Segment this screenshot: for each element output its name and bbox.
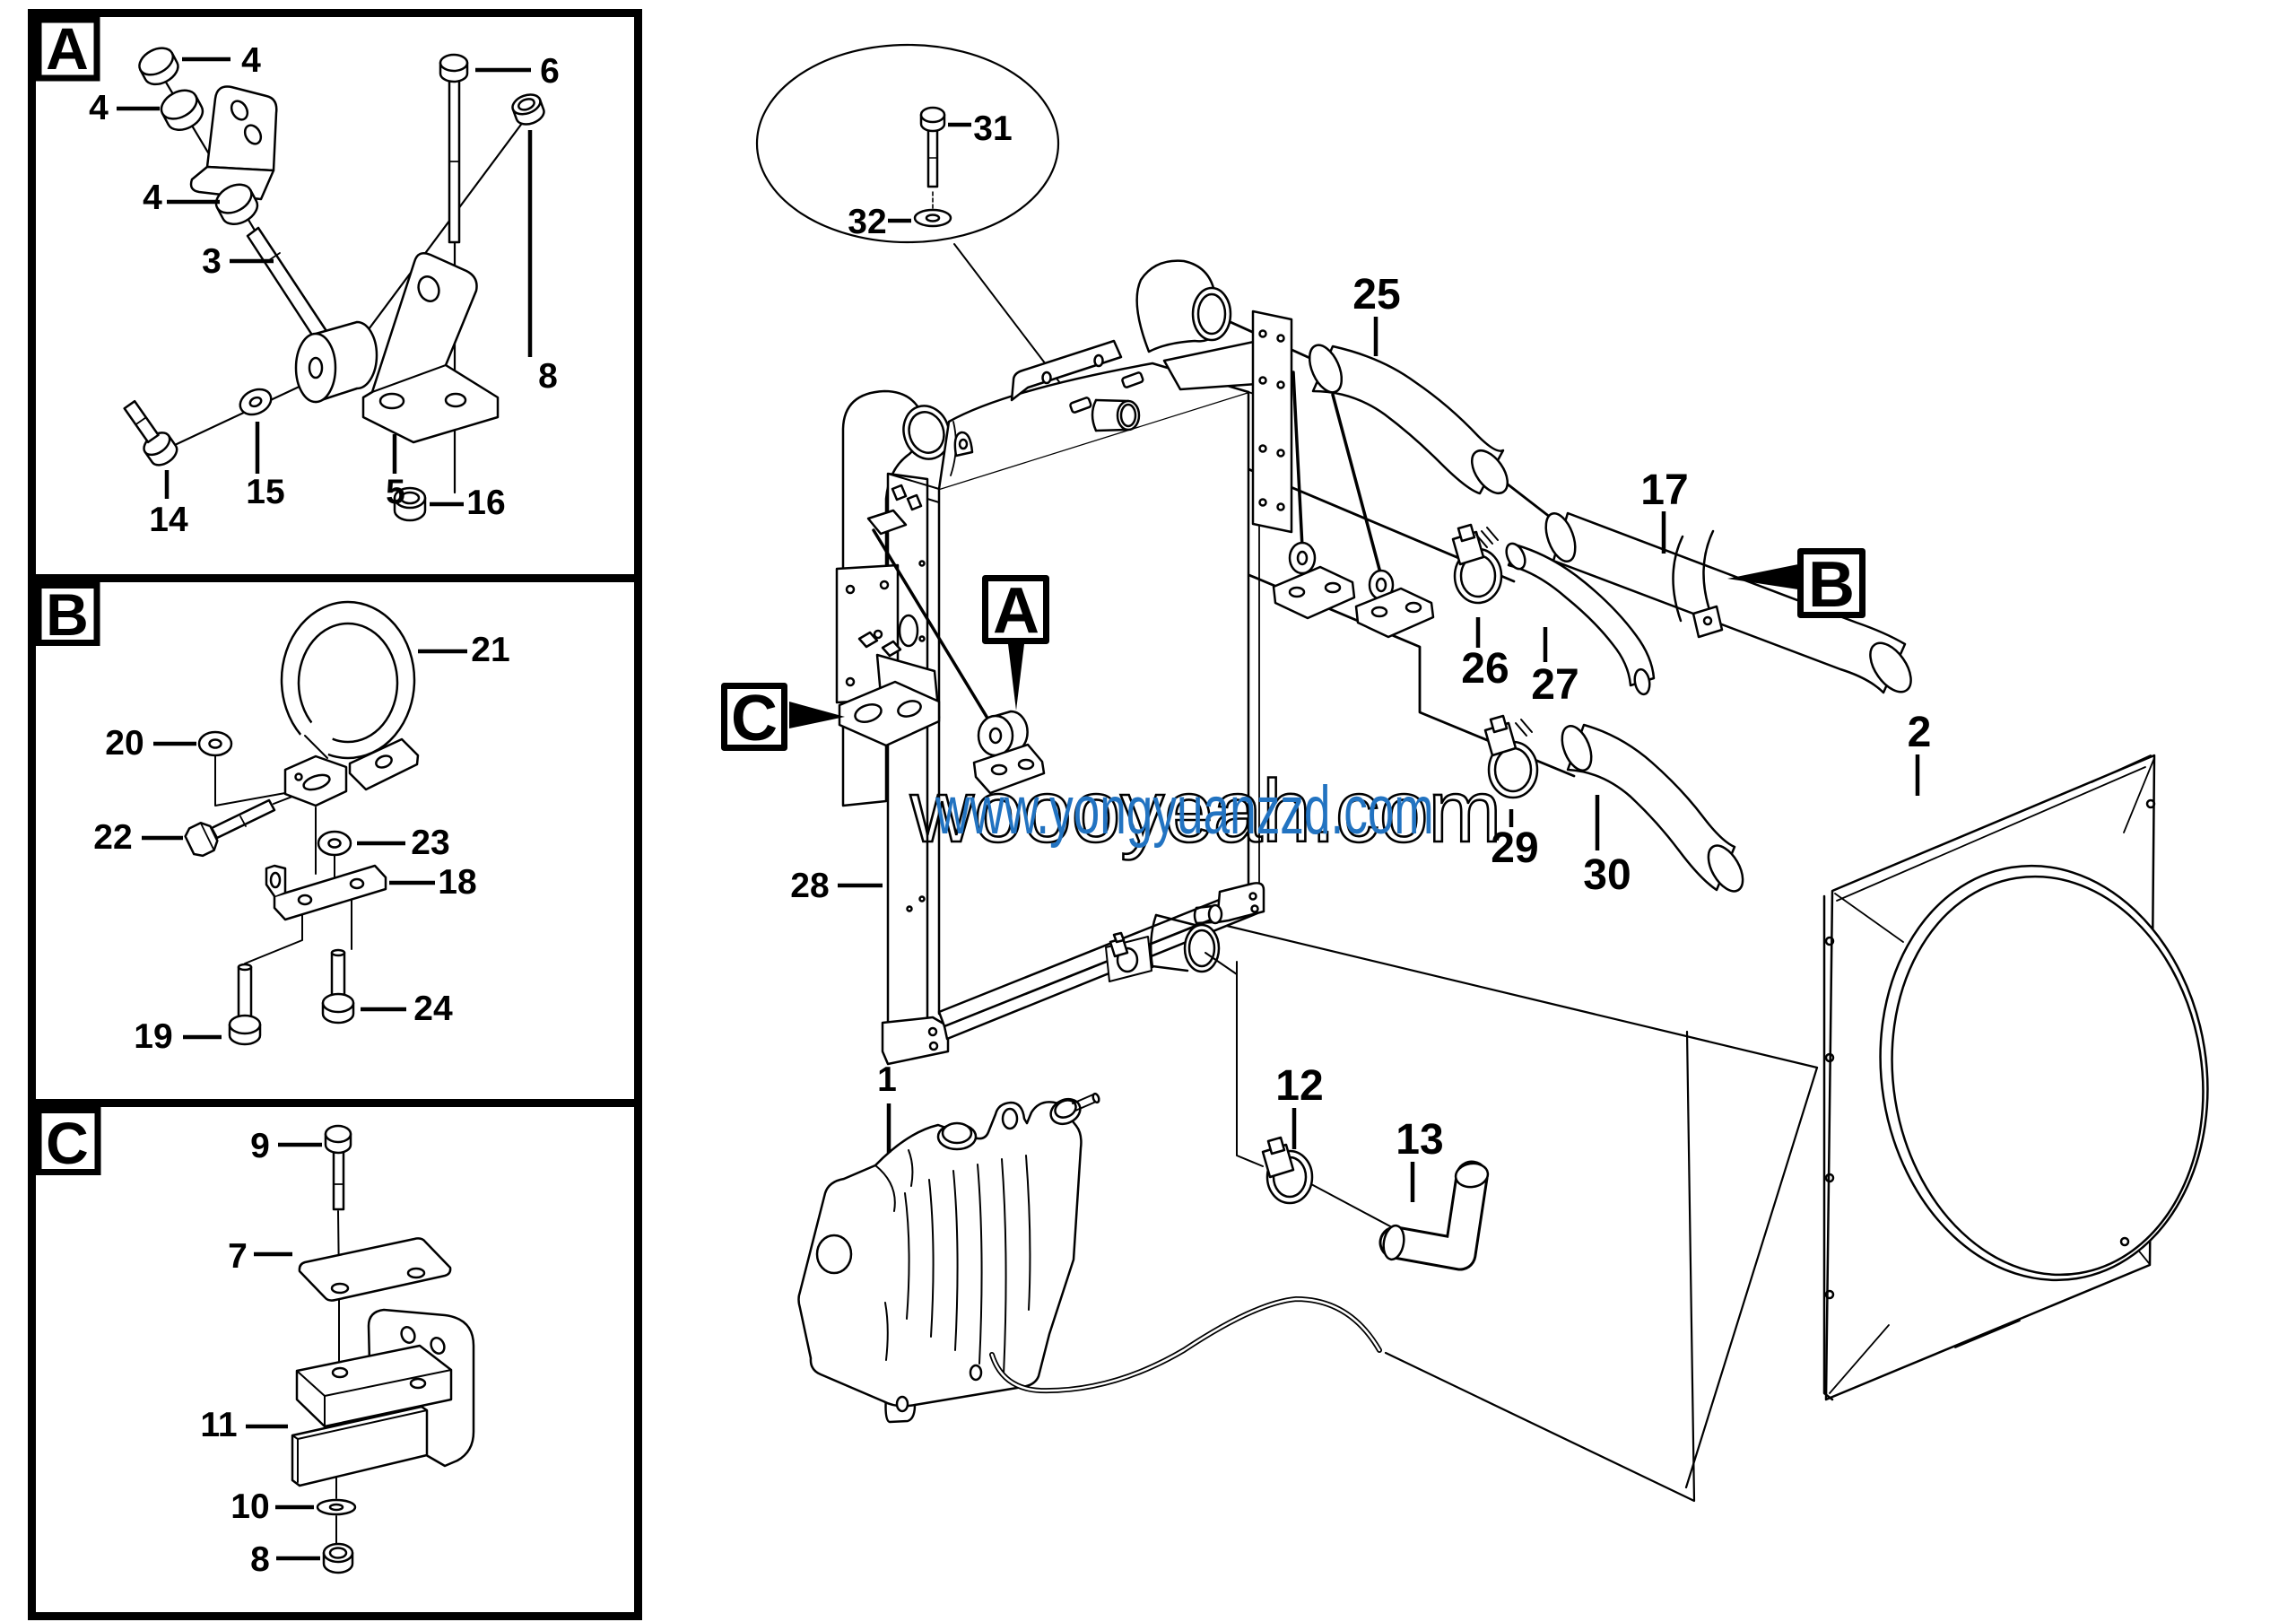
svg-text:11: 11 (200, 1406, 237, 1444)
svg-text:1: 1 (877, 1060, 897, 1099)
svg-text:20: 20 (105, 724, 144, 763)
svg-text:32: 32 (848, 203, 886, 241)
svg-text:3: 3 (202, 242, 222, 281)
svg-text:17: 17 (1640, 467, 1688, 514)
svg-text:www.yongyuanzzd.com: www.yongyuanzzd.com (935, 772, 1434, 849)
svg-text:26: 26 (1461, 645, 1509, 693)
svg-text:B: B (46, 581, 89, 648)
svg-text:28: 28 (790, 867, 829, 905)
svg-text:21: 21 (471, 631, 509, 669)
svg-text:woooyeah.com: woooyeah.com (909, 762, 1501, 860)
svg-text:18: 18 (438, 863, 476, 902)
svg-text:12: 12 (1275, 1062, 1323, 1110)
svg-text:31: 31 (973, 109, 1012, 148)
svg-text:5: 5 (386, 473, 405, 511)
svg-text:4: 4 (89, 89, 109, 127)
svg-text:7: 7 (228, 1237, 248, 1276)
svg-text:4: 4 (143, 179, 162, 217)
svg-text:27: 27 (1531, 661, 1578, 709)
svg-text:8: 8 (250, 1540, 270, 1579)
svg-text:24: 24 (413, 990, 453, 1028)
svg-text:16: 16 (466, 484, 505, 522)
svg-text:9: 9 (250, 1127, 270, 1165)
svg-text:A: A (46, 15, 89, 82)
svg-text:A: A (993, 575, 1039, 647)
svg-text:25: 25 (1352, 271, 1400, 318)
svg-text:2: 2 (1908, 709, 1932, 756)
svg-text:15: 15 (246, 473, 284, 511)
svg-text:14: 14 (149, 501, 188, 539)
svg-text:22: 22 (93, 818, 132, 857)
svg-text:C: C (731, 683, 778, 754)
svg-text:C: C (46, 1110, 89, 1176)
svg-text:30: 30 (1583, 851, 1631, 899)
svg-text:6: 6 (540, 52, 560, 91)
svg-text:B: B (1808, 549, 1855, 621)
svg-text:29: 29 (1491, 824, 1538, 872)
svg-text:8: 8 (538, 357, 558, 396)
svg-text:23: 23 (411, 824, 449, 862)
svg-text:4: 4 (241, 41, 261, 80)
svg-text:13: 13 (1396, 1116, 1443, 1164)
svg-text:10: 10 (230, 1487, 269, 1526)
svg-text:19: 19 (134, 1017, 172, 1056)
